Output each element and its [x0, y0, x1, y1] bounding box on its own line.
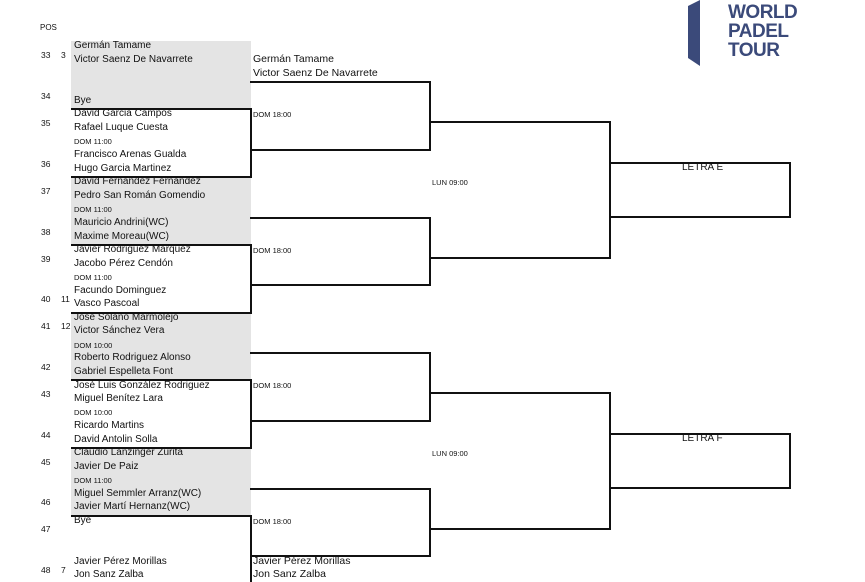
- logo-line-1: WORLD: [728, 2, 798, 23]
- match-time: DOM 18:00: [253, 517, 292, 526]
- match-time: DOM 11:00: [74, 205, 112, 214]
- seed-number: 12: [61, 321, 71, 331]
- player-name: Miguel Benítez Lara: [74, 393, 163, 404]
- player-name: Gabriel Espelleta Font: [74, 366, 173, 377]
- match-time: DOM 18:00: [253, 110, 292, 119]
- player-name: Victor Saenz De Navarrete: [74, 54, 193, 65]
- round-2-player: Javier Pérez Morillas: [253, 555, 351, 567]
- match-time: LUN 09:00: [432, 449, 468, 458]
- letra-e-label: LETRA E: [682, 162, 724, 173]
- round-2-player: Victor Saenz De Navarrete: [253, 67, 378, 79]
- logo-mark-icon: [688, 0, 700, 66]
- pos-header: POS: [40, 23, 57, 32]
- position-number: 35: [41, 118, 51, 128]
- position-number: 48: [41, 565, 51, 575]
- player-name: Roberto Rodriguez Alonso: [74, 352, 191, 363]
- seed-number: 11: [61, 294, 70, 304]
- position-number: 38: [41, 227, 51, 237]
- letra-f-label: LETRA F: [682, 433, 723, 444]
- match-time: DOM 11:00: [74, 273, 112, 282]
- player-name: Javier Rodriguez Marquez: [74, 244, 191, 255]
- player-name: Claudio Lanzinger Zurita: [74, 447, 183, 458]
- player-name: Pedro San Román Gomendio: [74, 190, 206, 201]
- player-name: Maxime Moreau(WC): [74, 231, 170, 242]
- player-name: Victor Sánchez Vera: [74, 325, 165, 336]
- player-name: José Solano Marmolejo: [74, 312, 179, 323]
- match-time: DOM 10:00: [74, 341, 113, 350]
- player-name: Javier De Paiz: [74, 461, 139, 472]
- player-name: Jacobo Pérez Cendón: [74, 258, 173, 269]
- position-number: 40: [41, 294, 51, 304]
- position-number: 45: [41, 457, 51, 467]
- player-name: Hugo Garcia Martinez: [74, 163, 172, 174]
- position-number: 33: [41, 50, 51, 60]
- match-time: DOM 11:00: [74, 137, 112, 146]
- player-name: Jon Sanz Zalba: [74, 569, 144, 580]
- player-name: Mauricio Andrini(WC): [74, 217, 169, 228]
- player-name: Bye: [74, 515, 92, 526]
- logo-line-2: PADEL: [728, 21, 789, 42]
- player-name: Bye: [74, 95, 92, 106]
- player-name: Vasco Pascoal: [74, 298, 140, 309]
- position-number: 44: [41, 430, 51, 440]
- player-name: Germán Tamame: [74, 40, 152, 51]
- position-number: 41: [41, 321, 51, 331]
- position-number: 47: [41, 524, 51, 534]
- player-name: Javier Pérez Morillas: [74, 556, 167, 567]
- player-name: Javier Martí Hernanz(WC): [74, 501, 191, 512]
- match-time: DOM 18:00: [253, 381, 292, 390]
- match-time: DOM 11:00: [74, 476, 112, 485]
- match-time: LUN 09:00: [432, 178, 468, 187]
- seed-number: 7: [61, 565, 66, 575]
- player-name: Francisco Arenas Gualda: [74, 149, 187, 160]
- round-2-player: Jon Sanz Zalba: [253, 568, 326, 580]
- player-name: Rafael Luque Cuesta: [74, 122, 168, 133]
- position-number: 42: [41, 362, 51, 372]
- round-2-player: Germán Tamame: [253, 53, 334, 65]
- player-name: Facundo Dominguez: [74, 285, 167, 296]
- match-time: DOM 10:00: [74, 408, 113, 417]
- position-number: 43: [41, 389, 51, 399]
- player-name: David Fernandez Fernandez: [74, 176, 201, 187]
- player-name: David Garcia Campos: [74, 108, 172, 119]
- position-number: 37: [41, 186, 51, 196]
- player-name: Miguel Semmler Arranz(WC): [74, 488, 202, 499]
- position-number: 46: [41, 497, 51, 507]
- logo-line-3: TOUR: [728, 40, 780, 61]
- match-time: DOM 18:00: [253, 246, 292, 255]
- position-number: 36: [41, 159, 51, 169]
- player-name: José Luis González Rodriguez: [74, 380, 210, 391]
- player-name: Ricardo Martins: [74, 420, 145, 431]
- player-name: David Antolin Solla: [74, 434, 158, 445]
- position-number: 34: [41, 91, 51, 101]
- position-number: 39: [41, 254, 51, 264]
- seed-number: 3: [61, 50, 66, 60]
